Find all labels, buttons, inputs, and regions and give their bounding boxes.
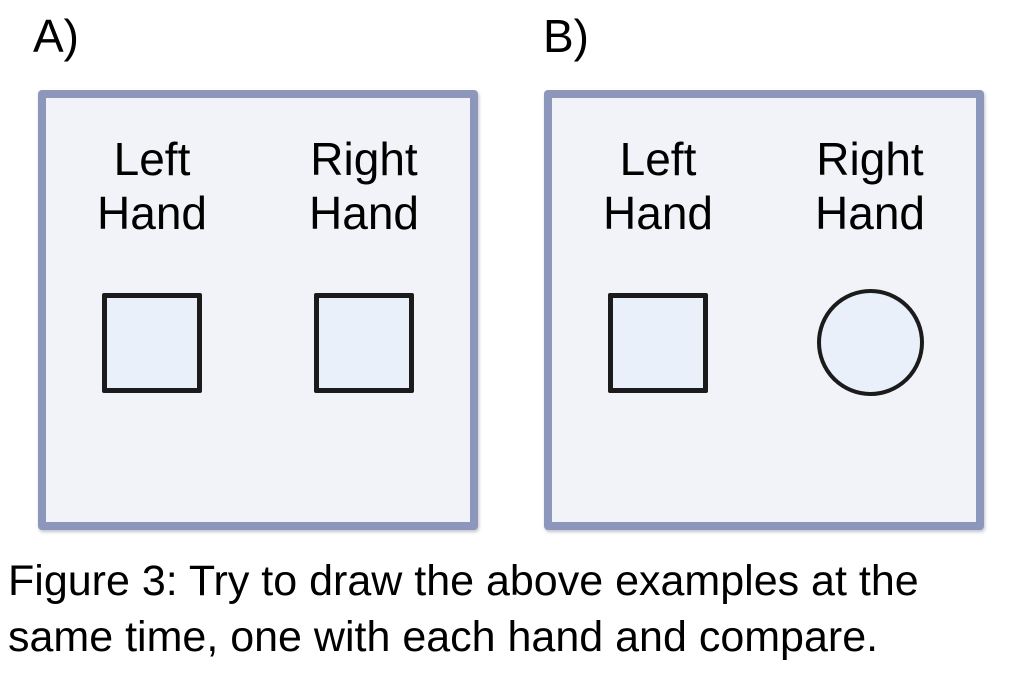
panel-a-right-column: Right Hand — [258, 98, 470, 522]
panel-b-left-column: Left Hand — [552, 98, 764, 522]
hand-label-line-1: Left — [113, 133, 191, 185]
panel-b-label: B) — [543, 10, 589, 62]
left-hand-label: Left Hand — [97, 132, 207, 240]
panel-b: Left Hand Right Hand — [544, 90, 984, 530]
caption-line-1: Figure 3: Try to draw the above examples… — [8, 557, 919, 605]
hand-label-line-1: Right — [816, 133, 924, 185]
circle-shape — [816, 289, 924, 396]
square-shape — [102, 293, 202, 393]
panel-a-left-column: Left Hand — [46, 98, 258, 522]
square-shape — [608, 293, 708, 393]
hand-label-line-1: Right — [310, 133, 418, 185]
figure-caption: Figure 3: Try to draw the above examples… — [8, 553, 1018, 665]
hand-label-line-2: Hand — [309, 187, 419, 239]
hand-label-line-2: Hand — [815, 187, 925, 239]
left-hand-label: Left Hand — [603, 132, 713, 240]
panel-a: Left Hand Right Hand — [38, 90, 478, 530]
hand-label-line-1: Left — [619, 133, 697, 185]
right-hand-label: Right Hand — [815, 132, 925, 240]
square-shape — [314, 293, 414, 393]
caption-line-2: same time, one with each hand and compar… — [8, 613, 879, 661]
right-hand-label: Right Hand — [309, 132, 419, 240]
panel-a-label: A) — [33, 10, 79, 62]
hand-label-line-2: Hand — [97, 187, 207, 239]
hand-label-line-2: Hand — [603, 187, 713, 239]
panel-b-right-column: Right Hand — [764, 98, 976, 522]
